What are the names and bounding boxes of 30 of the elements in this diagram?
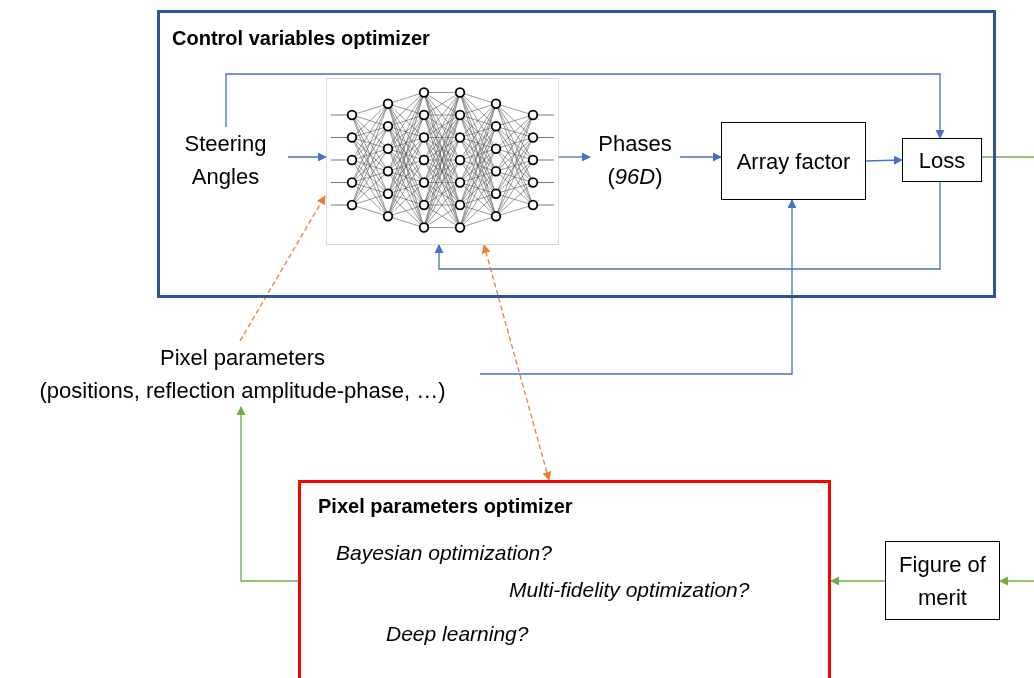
panel-title: Pixel parameters optimizer [318, 495, 573, 518]
node-label: Phases (96D) [590, 127, 680, 193]
connector-line [981, 156, 1034, 158]
double-arrow [481, 244, 552, 481]
arrow [679, 152, 722, 162]
method-label: Deep learning? [386, 622, 529, 646]
optimizer-panel [298, 480, 831, 678]
node-label: Steering Angles [163, 127, 288, 193]
arrow [225, 73, 945, 139]
arrow [999, 576, 1034, 586]
node-label: Pixel parameters (positions, reflection amplitude-phase, …) [5, 341, 480, 407]
arrow [287, 152, 327, 162]
process-box [721, 122, 866, 200]
method-label: Bayesian optimization? [336, 541, 552, 565]
process-box [885, 541, 1000, 620]
arrow [479, 199, 797, 375]
arrow [434, 181, 941, 270]
box-label: Loss [918, 146, 966, 175]
method-label: Multi-fidelity optimization? [509, 578, 750, 602]
process-box [902, 138, 982, 182]
arrow [830, 576, 886, 586]
arrow [865, 155, 903, 165]
arrow [236, 406, 299, 582]
optimizer-panel [157, 10, 996, 298]
arrow [558, 152, 591, 162]
neural-network-drawing [326, 78, 559, 245]
arrow [239, 195, 326, 342]
box-label: Array factor [736, 147, 851, 176]
box-label: Figure of merit [898, 550, 987, 612]
panel-title: Control variables optimizer [172, 27, 430, 50]
